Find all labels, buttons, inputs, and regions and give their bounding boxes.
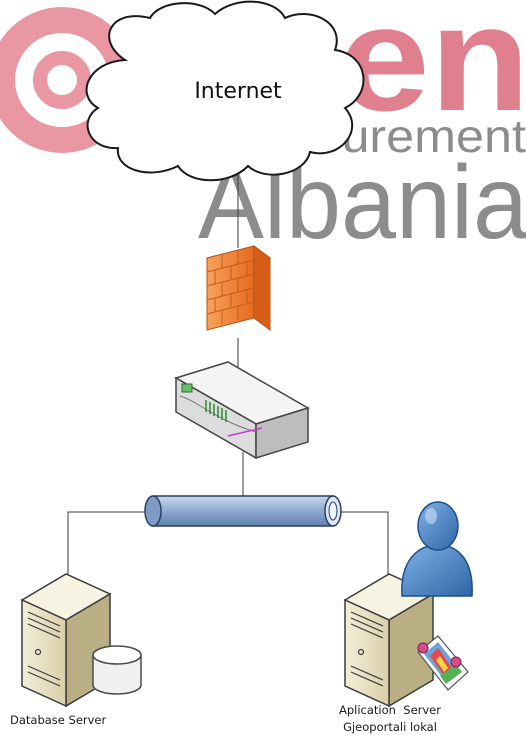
link-bus-application [338,511,389,580]
internet-cloud: Internet [85,0,365,182]
application-server-label-line1: Aplication Server [339,703,441,717]
network-bus-icon [144,495,342,527]
database-server-label: Database Server [10,713,107,727]
link-bus-database [67,511,148,602]
connection-lines [67,175,389,602]
firewall-icon [205,245,272,331]
internet-label: Internet [194,79,282,104]
user-icon [401,501,473,597]
router-icon [174,361,310,460]
application-server-label-line2: Gjeoportali lokal [343,720,437,734]
cloud-icon [85,0,365,182]
map-application-icon [417,635,469,691]
database-icon [92,645,142,695]
database-server [20,573,142,708]
